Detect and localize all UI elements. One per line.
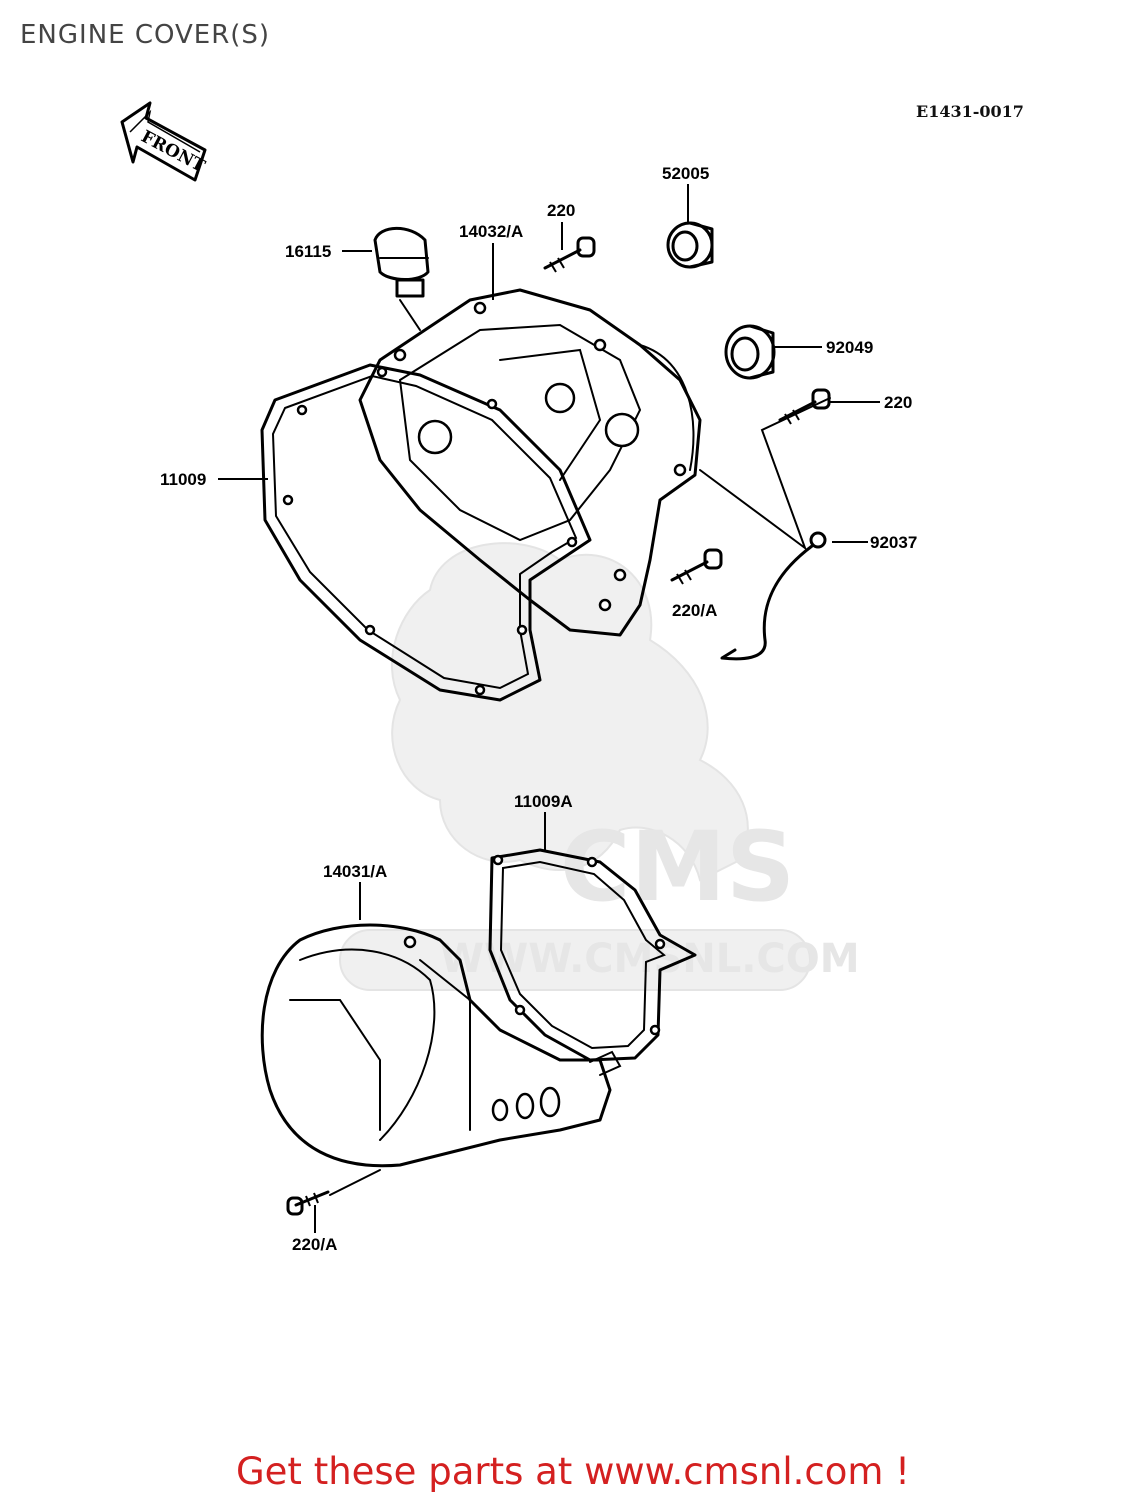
callout-14031a: 14031/A — [323, 862, 387, 881]
watermark: CMS WWW.CMSNL.COM — [339, 542, 860, 991]
page-title: ENGINE COVER(S) — [20, 20, 271, 50]
callout-220a-mid: 220/A — [672, 601, 717, 620]
bolt-220-right — [778, 388, 831, 425]
bolt-220a-bottom — [286, 1190, 330, 1216]
callout-220a-bottom: 220/A — [292, 1235, 337, 1254]
clutch-cover-gasket — [260, 363, 592, 702]
cmsnl-banner-link[interactable]: Get these parts at www.cmsnl.com ! — [235, 1450, 910, 1493]
callout-92049: 92049 — [826, 338, 873, 357]
oil-filler-cap — [373, 226, 430, 298]
bolt-220a-mid — [670, 548, 723, 585]
oil-seal-92049 — [724, 324, 776, 380]
front-arrow-icon: FRONT — [120, 101, 208, 182]
callout-52005: 52005 — [662, 164, 709, 183]
callout-16115: 16115 — [285, 242, 331, 261]
watermark-url-pill — [339, 929, 811, 991]
callout-11009a: 11009A — [514, 792, 573, 811]
callout-220-right: 220 — [884, 393, 912, 412]
clip-92037 — [720, 531, 827, 661]
callouts: 16115 14032/A 220 52005 92049 220 11009 … — [160, 164, 917, 1254]
magneto-cover-gasket — [488, 848, 697, 1062]
watermark-brand: CMS — [560, 811, 795, 923]
clutch-cover — [358, 288, 702, 637]
watermark-mascot-icon — [391, 542, 749, 882]
magneto-cover — [260, 923, 622, 1168]
bolt-220-top — [543, 236, 596, 273]
oil-seal-52005 — [666, 221, 714, 269]
diagram-code: E1431-0017 — [916, 102, 1024, 121]
callout-14032a: 14032/A — [459, 222, 523, 241]
callout-11009: 11009 — [160, 470, 206, 489]
callout-220-top: 220 — [547, 201, 575, 220]
callout-92037: 92037 — [870, 533, 917, 552]
